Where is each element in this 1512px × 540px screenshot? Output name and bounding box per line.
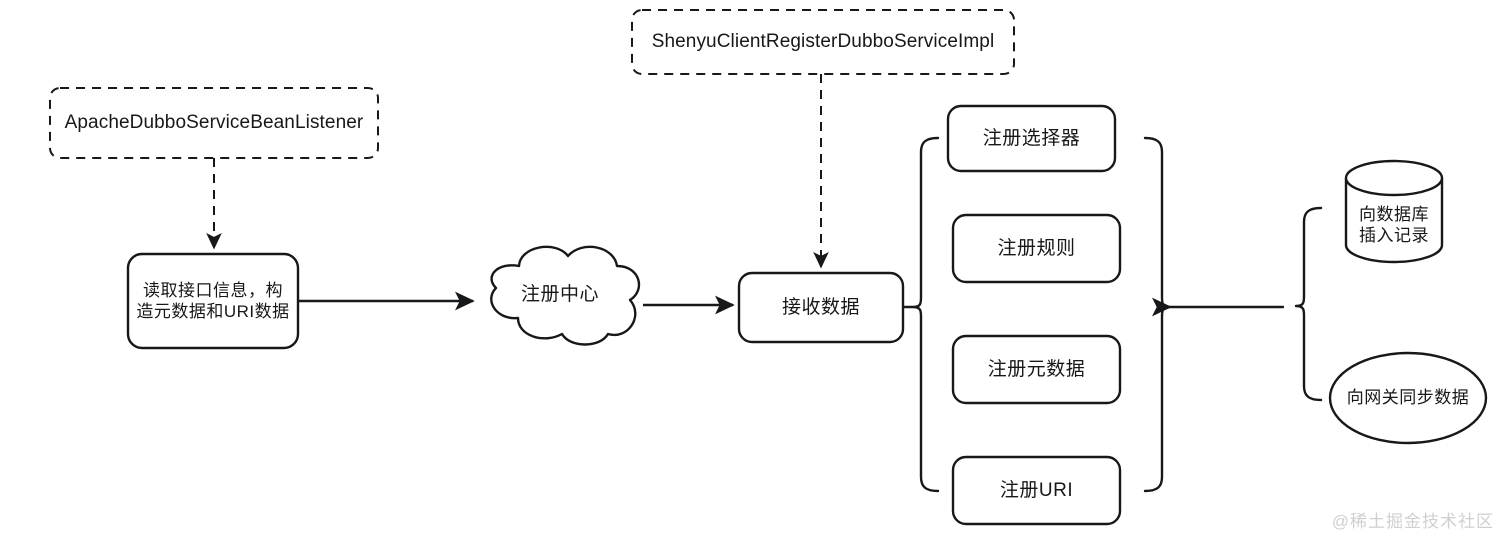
node-register-metadata-shape (951, 334, 1122, 405)
node-register-selector-shape (946, 104, 1117, 173)
node-register-metadata[interactable] (953, 336, 1120, 403)
node-insert-db-record-shape (1344, 159, 1444, 264)
node-register-selector[interactable] (948, 106, 1115, 171)
node-registry-center[interactable] (479, 248, 641, 342)
node-register-uri[interactable] (953, 457, 1120, 524)
node-sync-to-gateway-shape (1328, 351, 1488, 445)
edge-register-tasks-to-outputs-brace-arrow (1143, 136, 1285, 493)
node-register-rule-shape (951, 213, 1122, 284)
node-sync-to-gateway[interactable] (1330, 353, 1486, 443)
edge-outputs-fanout-brace (1294, 206, 1323, 402)
node-receive-data[interactable] (739, 273, 903, 342)
node-apache-dubbo-service-bean-listener[interactable] (50, 88, 378, 158)
watermark: @稀土掘金技术社区 (1331, 512, 1494, 531)
node-insert-db-record[interactable] (1346, 161, 1442, 262)
node-shenyu-client-register-dubbo-service-impl[interactable] (632, 10, 1014, 74)
node-shenyu-client-register-dubbo-service-impl-shape (631, 9, 1015, 75)
edge-receive-data-to-register-tasks-brace (901, 136, 940, 493)
node-register-rule[interactable] (953, 215, 1120, 282)
node-registry-center-shape (490, 245, 641, 346)
node-read-interface-info[interactable] (128, 254, 298, 348)
node-apache-dubbo-service-bean-listener-shape (49, 87, 379, 159)
node-register-uri-shape (951, 455, 1122, 526)
